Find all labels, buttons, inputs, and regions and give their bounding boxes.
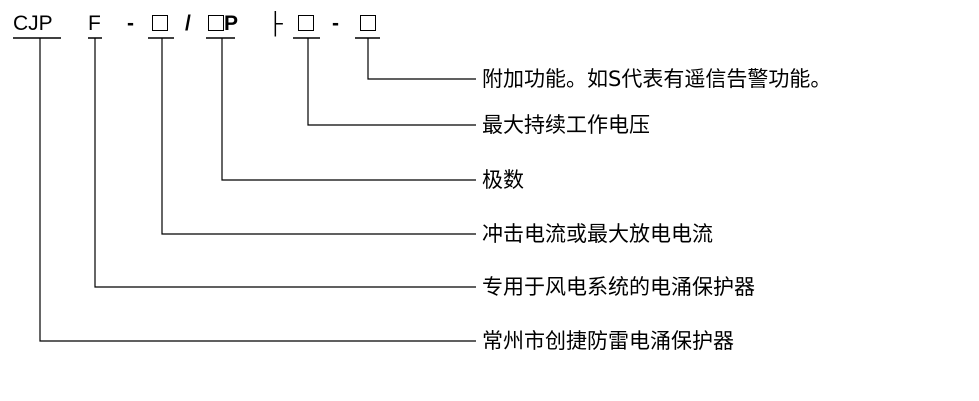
placeholder-box-poles (208, 15, 224, 31)
code-pole-suffix: P (224, 12, 239, 35)
leader-line-poles (221, 38, 476, 181)
desc-wind-power-spd: 专用于风电系统的电涌保护器 (482, 275, 755, 299)
code-series: F (88, 12, 101, 35)
placeholder-box-current (152, 15, 168, 31)
leader-line-prefix (39, 38, 476, 342)
desc-pole-count: 极数 (482, 168, 524, 192)
code-dash-2: - (332, 12, 339, 35)
code-slash: / (185, 12, 191, 35)
leader-line-voltage (307, 38, 476, 126)
desc-max-continuous-voltage: 最大持续工作电压 (482, 113, 650, 137)
desc-impulse-current: 冲击电流或最大放电电流 (482, 222, 713, 246)
code-dash-1: - (127, 12, 134, 35)
leader-line-function (367, 38, 476, 80)
placeholder-box-voltage (298, 15, 314, 31)
desc-manufacturer: 常州市创捷防雷电涌保护器 (482, 329, 734, 353)
leader-line-series (94, 38, 476, 288)
code-separator: ├ (268, 12, 283, 35)
leader-line-current (161, 38, 476, 235)
code-prefix: CJP (13, 12, 53, 35)
placeholder-box-function (360, 15, 376, 31)
desc-additional-function: 附加功能。如S代表有遥信告警功能。 (482, 67, 832, 91)
